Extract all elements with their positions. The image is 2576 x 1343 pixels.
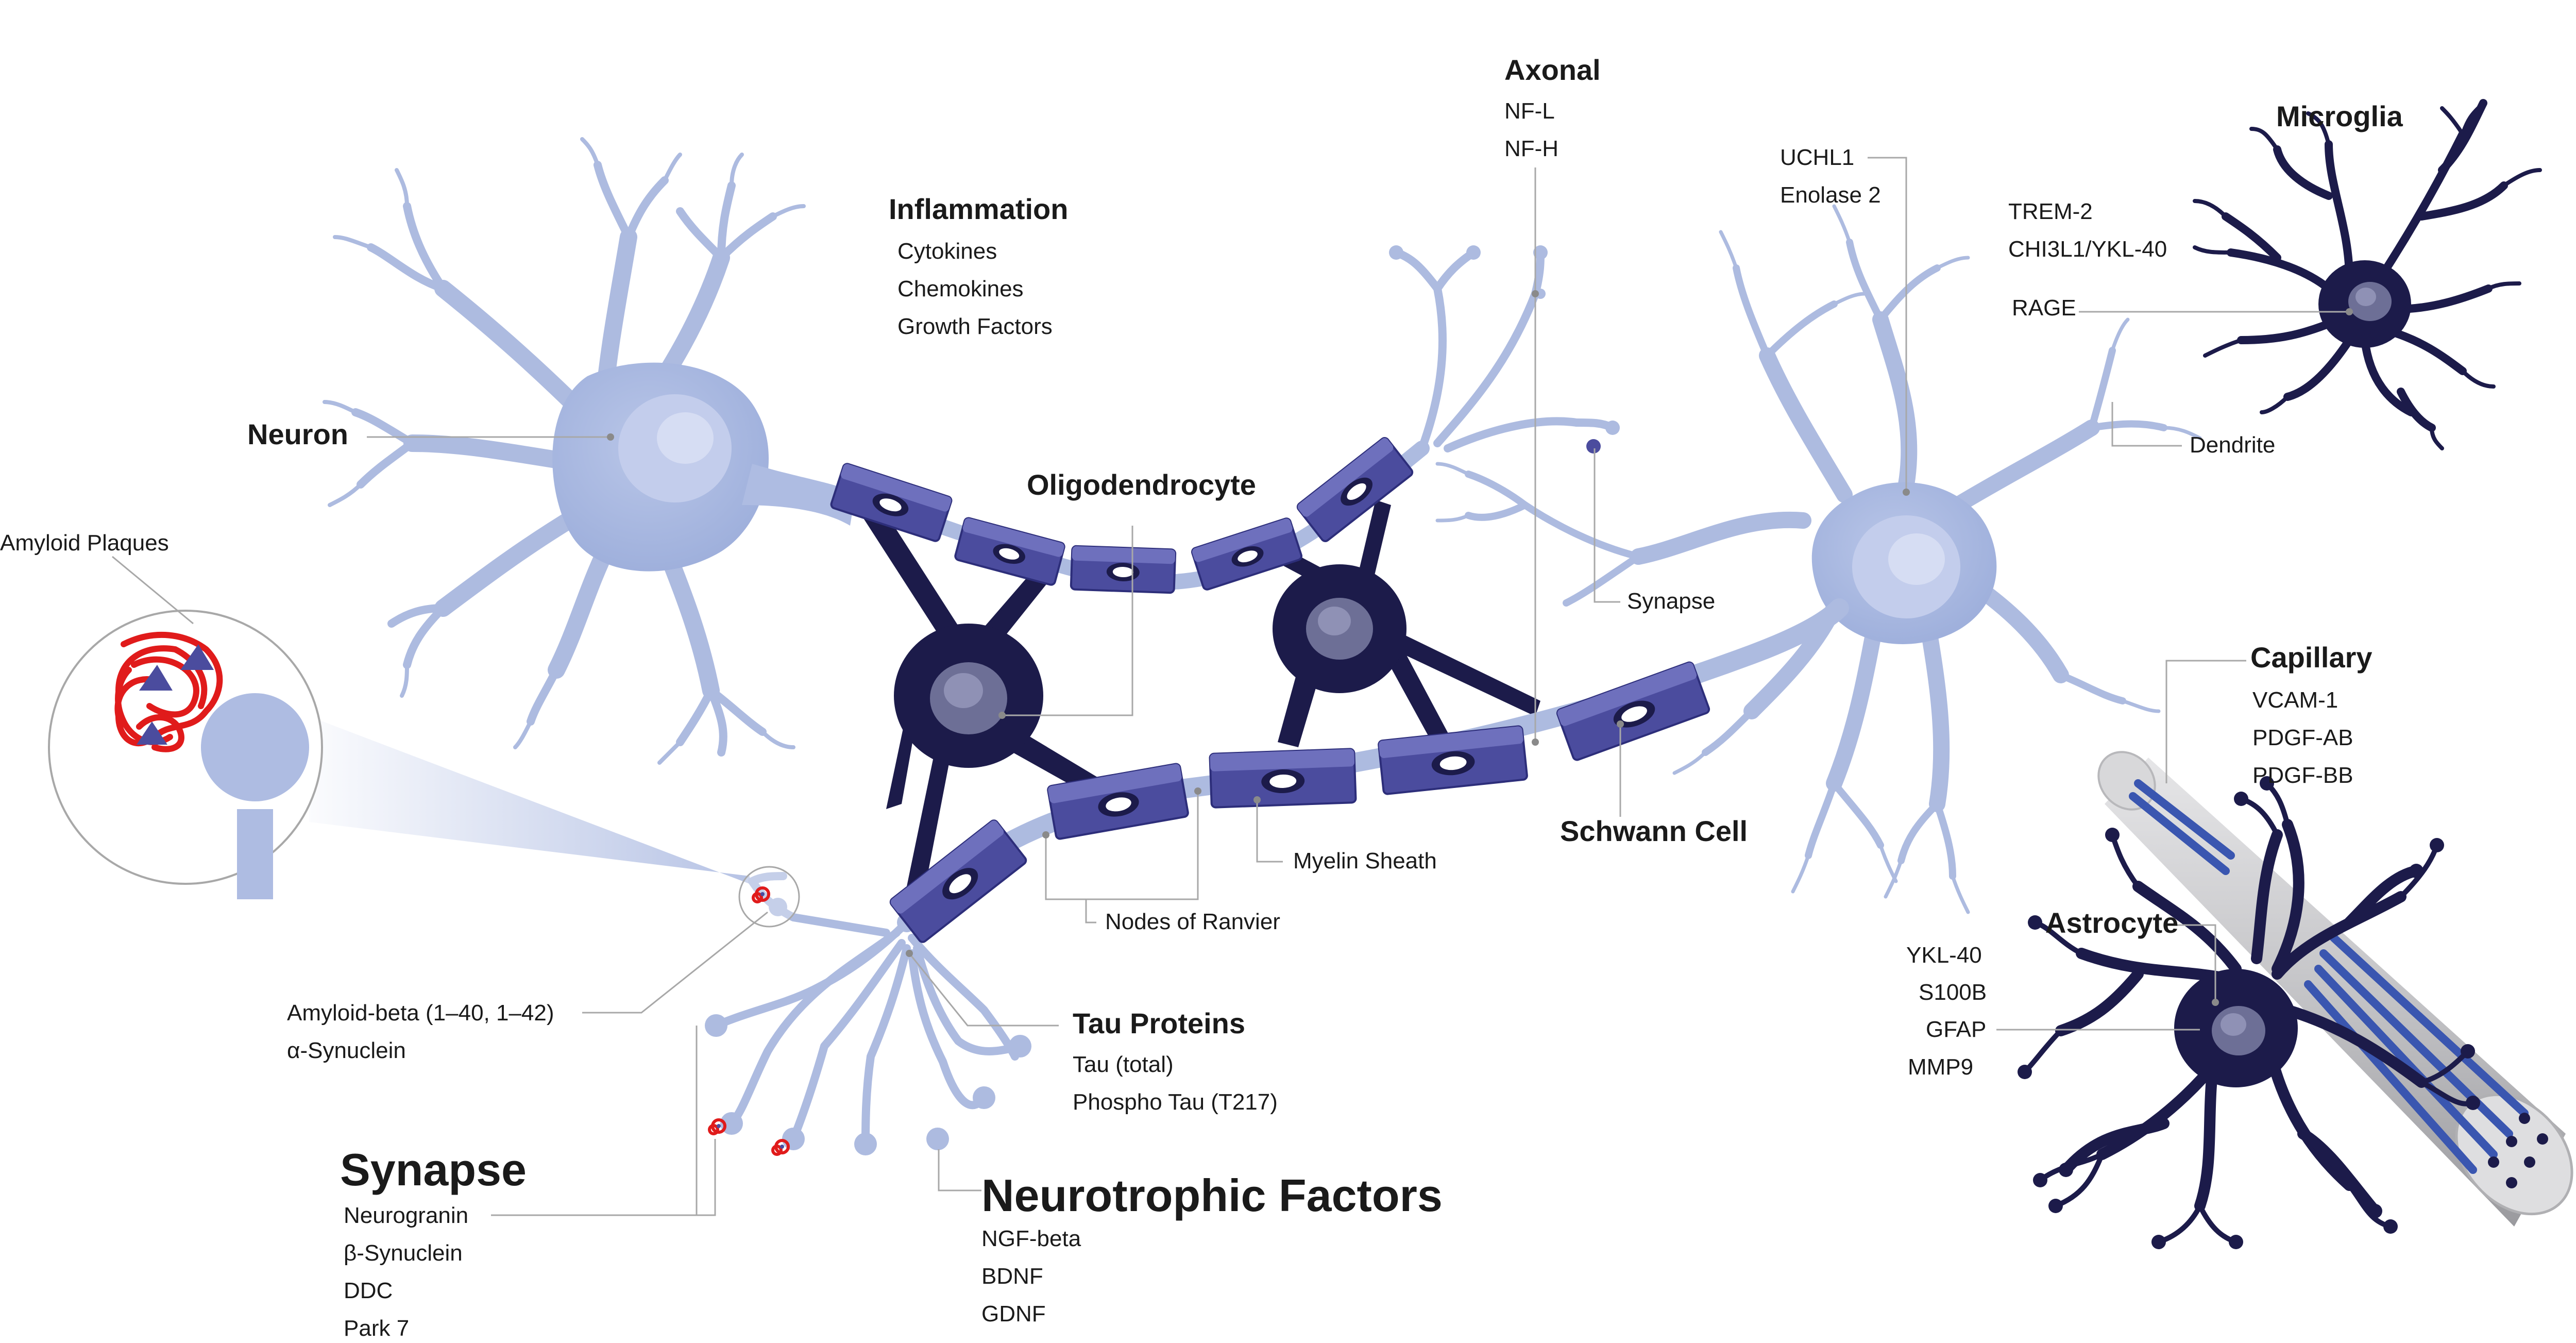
- label-synapse-small: Synapse: [1627, 589, 1715, 614]
- label-schwann-cell: Schwann Cell: [1560, 815, 1748, 847]
- label-tau-item: Tau (total): [1073, 1052, 1174, 1077]
- label-inflammation-item: Cytokines: [897, 239, 997, 264]
- label-enolase: Enolase 2: [1780, 182, 1881, 208]
- label-capillary-item: PDGF-BB: [2252, 763, 2353, 788]
- neuron-left: [323, 137, 855, 765]
- label-synapse-item: β-Synuclein: [344, 1240, 463, 1266]
- capillary-vessel: [2097, 751, 2573, 1227]
- label-inflammation-title: Inflammation: [889, 193, 1068, 225]
- label-tau-proteins-title: Tau Proteins: [1073, 1007, 1245, 1039]
- label-axonal-item: NF-H: [1504, 136, 1558, 161]
- label-myelin-sheath: Myelin Sheath: [1293, 848, 1437, 874]
- label-dendrite: Dendrite: [2190, 432, 2275, 458]
- label-axonal-item: NF-L: [1504, 98, 1555, 124]
- terminal-plaques: [708, 886, 790, 1156]
- label-amyloid-beta: Amyloid-beta (1–40, 1–42): [287, 1000, 554, 1026]
- label-microglia-title: Microglia: [2276, 100, 2403, 132]
- label-synapse-title: Synapse: [340, 1144, 527, 1195]
- label-microglia-item: RAGE: [2012, 295, 2076, 321]
- microglia-cell: [2193, 99, 2542, 450]
- label-tau-item: Phospho Tau (T217): [1073, 1089, 1278, 1115]
- label-microglia-item: CHI3L1/YKL-40: [2008, 237, 2167, 262]
- label-capillary-item: VCAM-1: [2252, 687, 2338, 713]
- label-neurotrophic-item: BDNF: [981, 1264, 1043, 1289]
- label-neurotrophic-title: Neurotrophic Factors: [981, 1170, 1443, 1221]
- label-synapse-item: Neurogranin: [344, 1203, 468, 1228]
- amyloid-magnifier: [48, 610, 323, 899]
- label-astrocyte-title: Astrocyte: [2045, 906, 2178, 939]
- myelin-segments-bottom: [889, 661, 1710, 943]
- oligodendrocyte-cells: [845, 490, 1540, 886]
- neuron-right: [1435, 204, 2202, 914]
- label-inflammation-item: Growth Factors: [897, 314, 1053, 339]
- label-uchl1: UCHL1: [1780, 145, 1854, 170]
- labels: Neuron Amyloid Plaques Inflammation Cyto…: [0, 54, 2403, 1341]
- label-amyloid-plaques: Amyloid Plaques: [0, 530, 169, 556]
- label-capillary-item: PDGF-AB: [2252, 725, 2353, 750]
- label-neurotrophic-item: NGF-beta: [981, 1226, 1081, 1251]
- label-neurotrophic-item: GDNF: [981, 1301, 1046, 1327]
- label-oligodendrocyte: Oligodendrocyte: [1027, 468, 1256, 501]
- synapse-knob: [1586, 439, 1601, 454]
- magnify-beam: [309, 716, 750, 884]
- astrocyte-cell: [2018, 776, 2480, 1249]
- label-synapse-item: Park 7: [344, 1316, 409, 1341]
- label-alpha-synuclein: α-Synuclein: [287, 1038, 406, 1063]
- label-astrocyte-item: GFAP: [1926, 1017, 1986, 1042]
- label-synapse-item: DDC: [344, 1278, 393, 1303]
- leader-lines: [112, 157, 2353, 1216]
- label-astrocyte-item: MMP9: [1908, 1054, 1973, 1080]
- label-nodes-of-ranvier: Nodes of Ranvier: [1105, 909, 1280, 934]
- label-axonal-title: Axonal: [1504, 54, 1601, 86]
- label-inflammation-item: Chemokines: [897, 276, 1024, 301]
- label-microglia-item: TREM-2: [2008, 199, 2093, 224]
- label-capillary-title: Capillary: [2250, 641, 2372, 674]
- myelin-segments-top: [830, 437, 1414, 594]
- label-astrocyte-item: S100B: [1919, 980, 1987, 1005]
- label-astrocyte-item: YKL-40: [1906, 943, 1982, 968]
- label-neuron: Neuron: [247, 418, 348, 450]
